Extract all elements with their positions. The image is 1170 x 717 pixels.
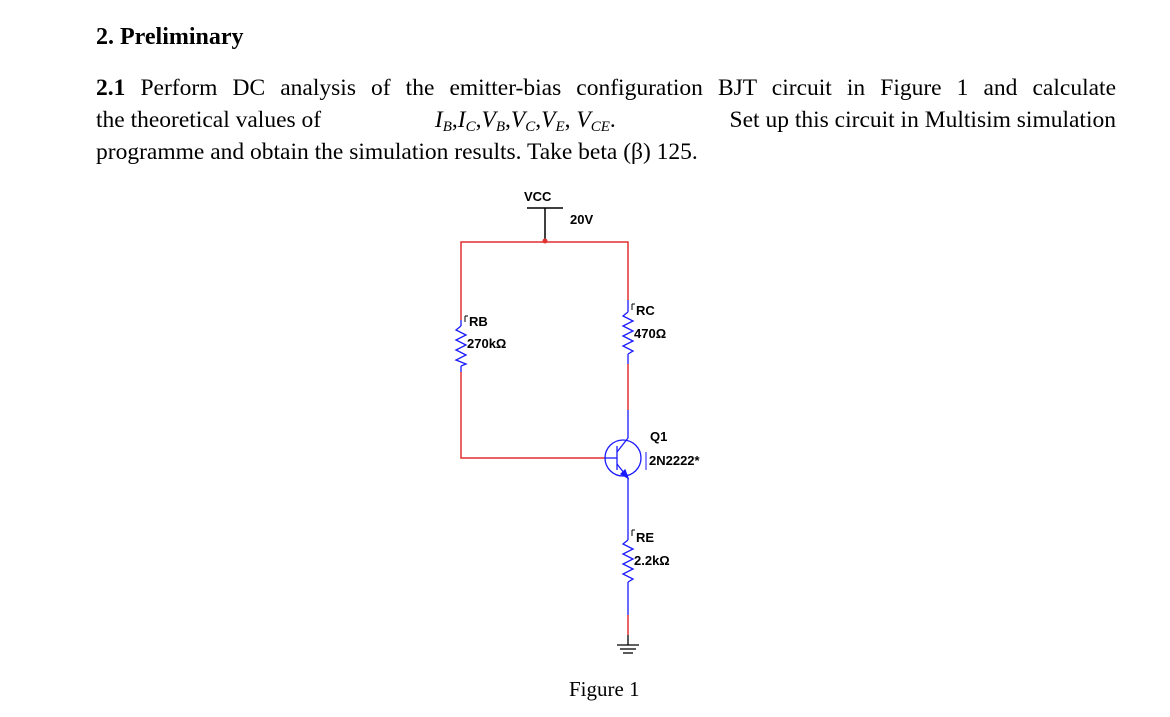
wires [460,241,629,635]
question-line-3: programme and obtain the simulation resu… [96,136,1116,168]
question-text-2b: Set up this circuit in Multisim simulati… [729,107,1116,133]
question-number: 2.1 [96,75,126,101]
figure-caption: Figure 1 [569,677,640,701]
re-value: 2.2kΩ [634,553,670,568]
rc-name: RC [636,303,655,318]
question-paragraph: 2.1 Perform DC analysis of the emitter-b… [96,72,1116,168]
rc-value: 470Ω [634,326,666,341]
re-name: RE [636,530,654,545]
re-resistor [621,505,635,615]
rb-resistor [454,320,468,372]
question-line-1: 2.1 Perform DC analysis of the emitter-b… [96,72,1116,104]
q1-name: Q1 [650,429,667,444]
variable-list: IB,IC,VB,VC,VE, VCE. [434,107,616,135]
question-line-2: the theoretical values of IB,IC,VB,VC,VE… [96,104,1116,136]
q1-part: 2N2222* [649,453,701,468]
question-text-1: Perform DC analysis of the emitter-bias … [140,75,1116,101]
question-text-3: programme and obtain the simulation resu… [96,139,698,165]
vcc-value: 20V [570,212,593,227]
ground-icon [617,635,639,654]
transistor-q1 [604,410,642,505]
rb-value: 270kΩ [467,336,506,351]
rb-name: RB [469,314,488,329]
vcc-source [527,207,563,244]
rc-resistor [621,300,635,364]
base-wire [460,372,605,459]
question-text-2a: the theoretical values of [96,107,322,133]
top-wire [460,241,629,320]
vcc-label: VCC [524,189,552,204]
section-heading: 2. Preliminary [96,24,244,50]
